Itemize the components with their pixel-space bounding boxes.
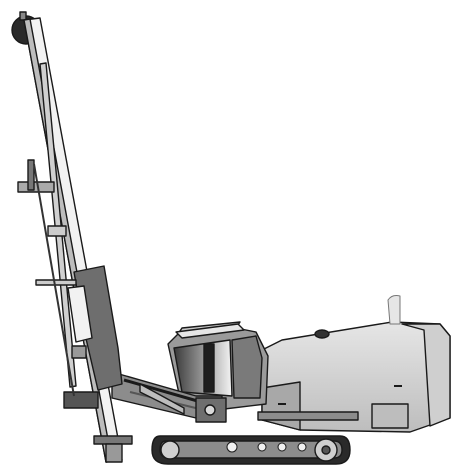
- crawler-track: [151, 435, 351, 465]
- boom-arm: [111, 371, 227, 423]
- engine-housing: [257, 295, 451, 433]
- cab-roof: [175, 323, 245, 339]
- operator-cab: [167, 321, 269, 411]
- exhaust-pipe: [387, 295, 401, 325]
- drill-mast: [11, 11, 133, 463]
